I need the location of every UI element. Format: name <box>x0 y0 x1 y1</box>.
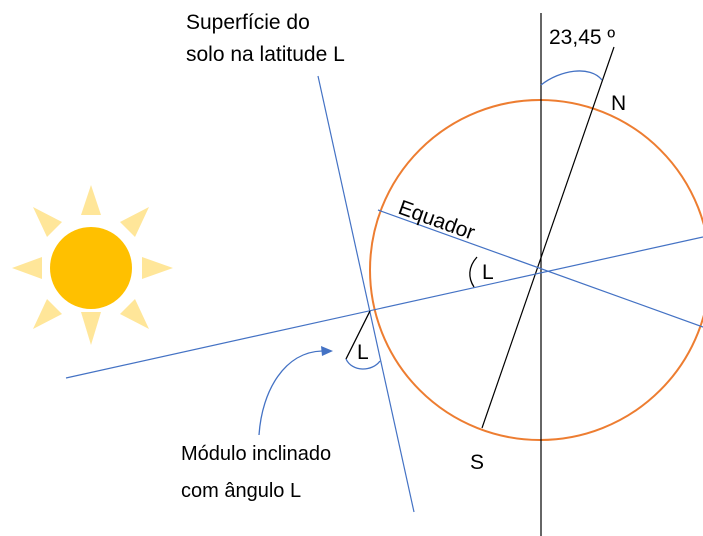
pointer-arrow <box>258 350 323 436</box>
ground-surface-line <box>317 75 415 513</box>
sun-ray <box>120 207 149 237</box>
tilt-angle-arc <box>540 70 603 86</box>
arrow-head-icon <box>321 346 333 356</box>
earth-circle <box>369 99 703 441</box>
sun-ray <box>120 299 149 329</box>
module-angle-arc <box>345 358 381 370</box>
sun-ray <box>81 312 101 345</box>
equator-line <box>377 209 703 328</box>
surface-label-line2: solo na latitude L <box>186 43 345 66</box>
latitude-module-label: L <box>357 341 369 364</box>
tilt-angle-label: 23,45 º <box>549 26 615 49</box>
sun-icon <box>12 185 173 345</box>
sun-ray <box>81 185 101 215</box>
sun-rays <box>12 185 173 345</box>
module-label-line2: com ângulo L <box>181 480 301 502</box>
surface-label-line1: Superfície do <box>186 11 310 34</box>
sun-core <box>50 227 132 309</box>
south-label: S <box>470 451 484 474</box>
sun-ray <box>142 257 173 279</box>
earth-axis-line <box>481 46 615 429</box>
tilted-module <box>345 310 371 360</box>
sun-ray <box>33 207 62 237</box>
north-label: N <box>611 92 626 115</box>
latitude-center-label: L <box>482 261 494 284</box>
sun-ray <box>33 299 62 329</box>
module-label-line1: Módulo inclinado <box>181 443 331 465</box>
equator-label: Equador <box>395 196 478 245</box>
latitude-angle-arc <box>469 256 478 288</box>
sun-ray <box>12 257 42 279</box>
sun-ray-line <box>65 236 703 379</box>
